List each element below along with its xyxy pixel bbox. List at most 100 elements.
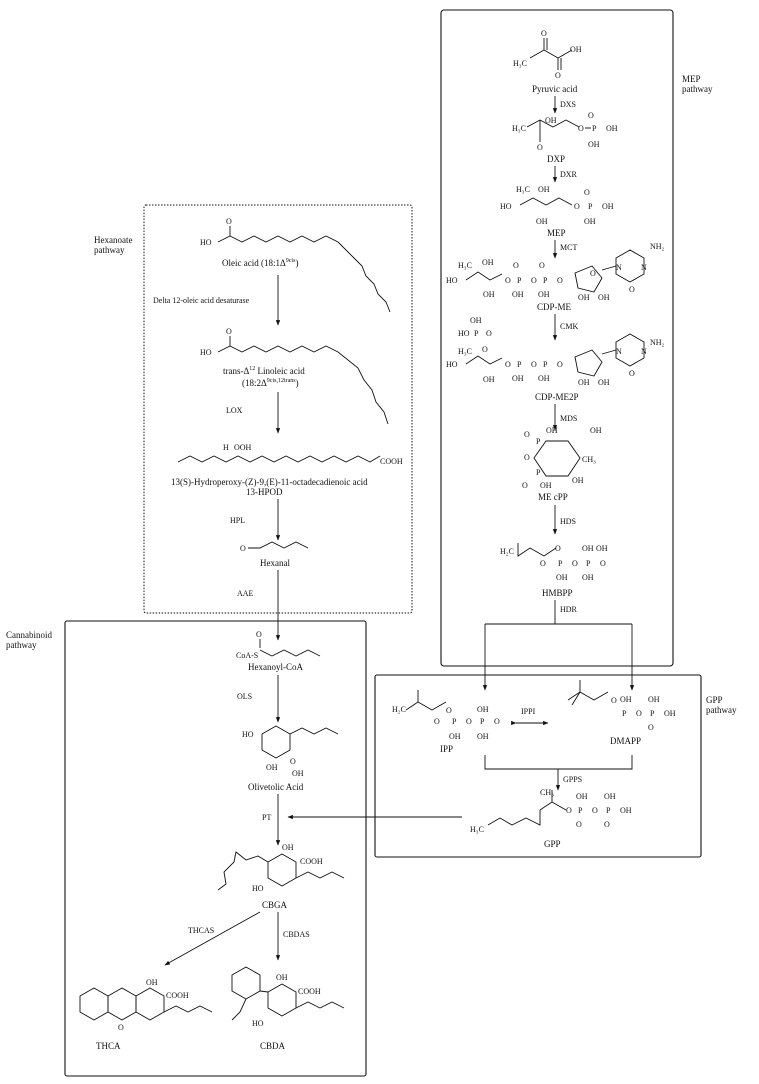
svg-text:OH: OH [606,124,618,133]
svg-text:P: P [543,360,548,369]
svg-text:COOH: COOH [166,991,189,1000]
svg-text:O: O [636,709,642,718]
svg-text:OH: OH [483,290,495,299]
cannabinoid-pathway-box [64,620,367,1077]
svg-text:P: P [558,559,563,568]
svg-text:O: O [555,71,561,80]
enzyme-hdr: HDR [560,605,578,614]
enzyme-gpps: GPPS [563,775,582,784]
svg-text:OH: OH [546,426,558,435]
gpp-pathway-box [374,674,702,858]
oleic-acid-structure: O HO [200,217,391,313]
cbga-label: CBGA [262,900,288,910]
dmapp-structure: O P O P OH OH OH O [567,680,676,732]
hpod-structure: H OOH COOH [177,443,403,466]
svg-text:OH: OH [604,792,616,801]
dxp-label: DXP [547,154,565,164]
svg-text:OH: OH [582,544,594,553]
svg-text:P: P [536,437,541,446]
cdp-me-label: CDP-ME [537,302,572,312]
ipp-structure: H₂C O P O P O O OH OH OH [392,690,500,741]
enzyme-pt: PT [262,813,271,822]
svg-text:P: P [578,806,583,815]
svg-text:OH: OH [449,732,461,741]
svg-text:H₃C: H₃C [458,261,472,270]
svg-text:O: O [524,453,530,462]
linoleic-acid-label-1: trans-Δ12 Linoleic acid [223,366,305,376]
enzyme-cbdas: CBDAS [283,930,310,939]
svg-text:P: P [592,124,597,133]
pyruvic-acid-structure: O O OH H₃C [513,29,582,80]
svg-text:H₃C: H₃C [458,347,472,356]
svg-text:OH: OH [512,374,524,383]
thca-label: THCA [96,1041,121,1051]
svg-text:P: P [622,709,627,718]
svg-text:HO: HO [200,238,212,247]
dxp-structure: O H₃C OH O P O OH OH [512,111,618,152]
svg-text:O: O [118,1023,124,1032]
olivetolic-acid-label: Olivetolic Acid [248,782,304,792]
svg-text:N: N [641,347,647,356]
svg-text:O: O [539,261,545,270]
hexanoyl-coa-structure: O CoA-S [236,630,321,660]
enzyme-mct: MCT [560,243,577,252]
svg-text:O: O [434,717,440,726]
svg-text:O: O [482,345,488,354]
ipp-label: IPP [440,744,453,754]
svg-text:H₃C: H₃C [470,825,484,834]
svg-text:OH: OH [602,202,614,211]
gpp-structure: H₃C CH₃ O P O P OH OH OH O O [470,788,632,834]
svg-text:OH: OH [576,792,588,801]
svg-text:P: P [474,329,479,338]
gpps-merge-line [484,755,633,770]
svg-text:OH: OH [540,481,552,490]
svg-text:O: O [588,111,594,120]
svg-text:HO: HO [446,276,458,285]
svg-text:O: O [590,269,596,278]
svg-text:O: O [486,329,492,338]
svg-text:OH: OH [538,290,550,299]
svg-text:H₂C: H₂C [392,705,406,714]
svg-text:O: O [240,544,246,553]
svg-text:OH: OH [648,695,660,704]
svg-text:O: O [557,276,563,285]
svg-text:O: O [555,544,561,553]
svg-text:P: P [517,360,522,369]
svg-text:HO: HO [252,1019,264,1028]
cdp-me2p-structure: P OH HO O H₃C O HO OH O P O P O OH OH OH… [446,316,665,387]
svg-text:H₃C: H₃C [512,124,526,133]
svg-text:OH: OH [578,378,590,387]
enzyme-mds: MDS [560,414,577,423]
cbda-structure: OH COOH HO [231,966,345,1028]
enzyme-aae: AAE [237,589,254,598]
svg-text:OH: OH [556,573,568,582]
svg-text:P: P [606,806,611,815]
svg-text:P: P [536,468,541,477]
svg-text:OH: OH [590,426,602,435]
svg-text:CoA-S: CoA-S [236,651,258,660]
dmapp-label: DMAPP [610,736,641,746]
svg-text:OH: OH [292,769,304,778]
enzyme-ols: OLS [237,692,252,701]
svg-text:O: O [574,202,580,211]
enzyme-lox: LOX [226,406,243,415]
svg-text:OH: OH [588,140,600,149]
svg-text:OOH: OOH [234,443,252,452]
svg-text:O: O [604,820,610,829]
svg-text:O: O [466,717,472,726]
svg-text:HO: HO [252,884,264,893]
svg-text:O: O [505,276,511,285]
svg-text:OH: OH [598,378,610,387]
svg-text:O: O [513,261,519,270]
svg-text:COOH: COOH [300,857,323,866]
svg-text:OH: OH [477,732,489,741]
svg-text:HO: HO [242,730,254,739]
svg-text:O: O [572,559,578,568]
svg-text:OH: OH [536,217,548,226]
svg-text:O: O [629,369,635,378]
cbga-structure: OH COOH HO [217,843,345,893]
svg-text:P: P [517,276,522,285]
